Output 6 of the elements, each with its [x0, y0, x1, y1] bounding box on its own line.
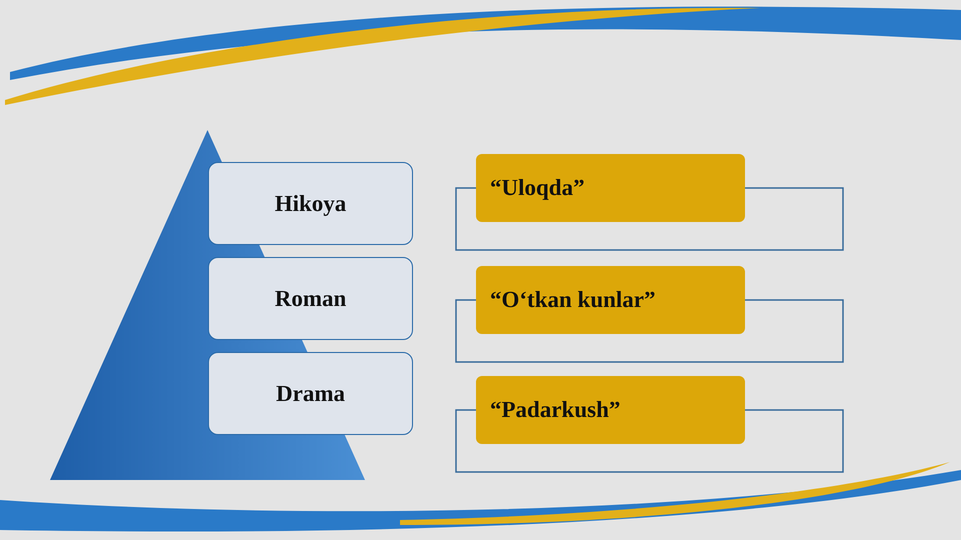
category-box: Hikoya [208, 162, 413, 245]
category-box: Roman [208, 257, 413, 340]
category-box: Drama [208, 352, 413, 435]
title-box: “O‘tkan kunlar” [476, 266, 745, 334]
title-box: “Uloqda” [476, 154, 745, 222]
title-box: “Padarkush” [476, 376, 745, 444]
